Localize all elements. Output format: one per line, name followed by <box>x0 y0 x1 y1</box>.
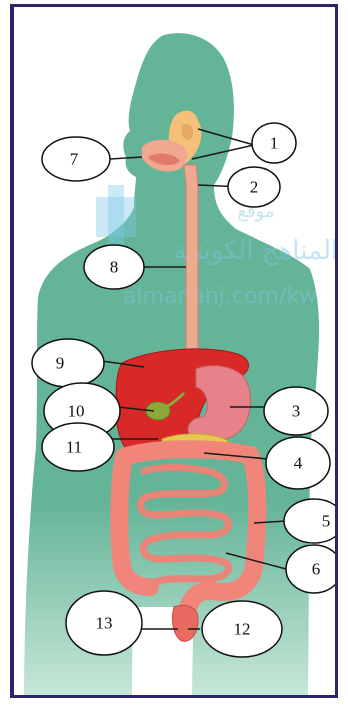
svg-text:7: 7 <box>70 150 79 169</box>
rectum <box>172 606 198 642</box>
svg-text:8: 8 <box>110 258 119 277</box>
svg-text:9: 9 <box>56 354 65 373</box>
watermark-url: almanahj.com/kw <box>123 284 317 309</box>
svg-text:11: 11 <box>66 438 82 457</box>
label-8: 8 <box>84 245 144 289</box>
svg-text:2: 2 <box>250 178 259 197</box>
label-12: 12 <box>202 601 282 657</box>
svg-text:10: 10 <box>68 402 85 421</box>
svg-text:12: 12 <box>234 620 251 639</box>
label-6: 6 <box>286 545 338 593</box>
svg-text:4: 4 <box>294 454 303 473</box>
svg-text:5: 5 <box>322 512 331 531</box>
label-2: 2 <box>228 167 280 207</box>
digestive-system-diagram: موقع المناهج الكويتية almanahj.com/kw <box>14 7 338 698</box>
svg-text:3: 3 <box>292 402 301 421</box>
diagram-frame: موقع المناهج الكويتية almanahj.com/kw <box>10 4 338 698</box>
svg-text:6: 6 <box>312 560 321 579</box>
esophagus <box>184 165 198 359</box>
label-5: 5 <box>284 499 338 543</box>
label-4: 4 <box>266 437 330 489</box>
label-7: 7 <box>42 137 110 181</box>
label-3: 3 <box>264 387 328 435</box>
label-11: 11 <box>42 423 114 471</box>
svg-text:13: 13 <box>96 614 113 633</box>
svg-text:1: 1 <box>270 134 279 153</box>
label-13: 13 <box>66 591 142 655</box>
label-1: 1 <box>252 123 296 163</box>
label-9: 9 <box>32 339 104 387</box>
